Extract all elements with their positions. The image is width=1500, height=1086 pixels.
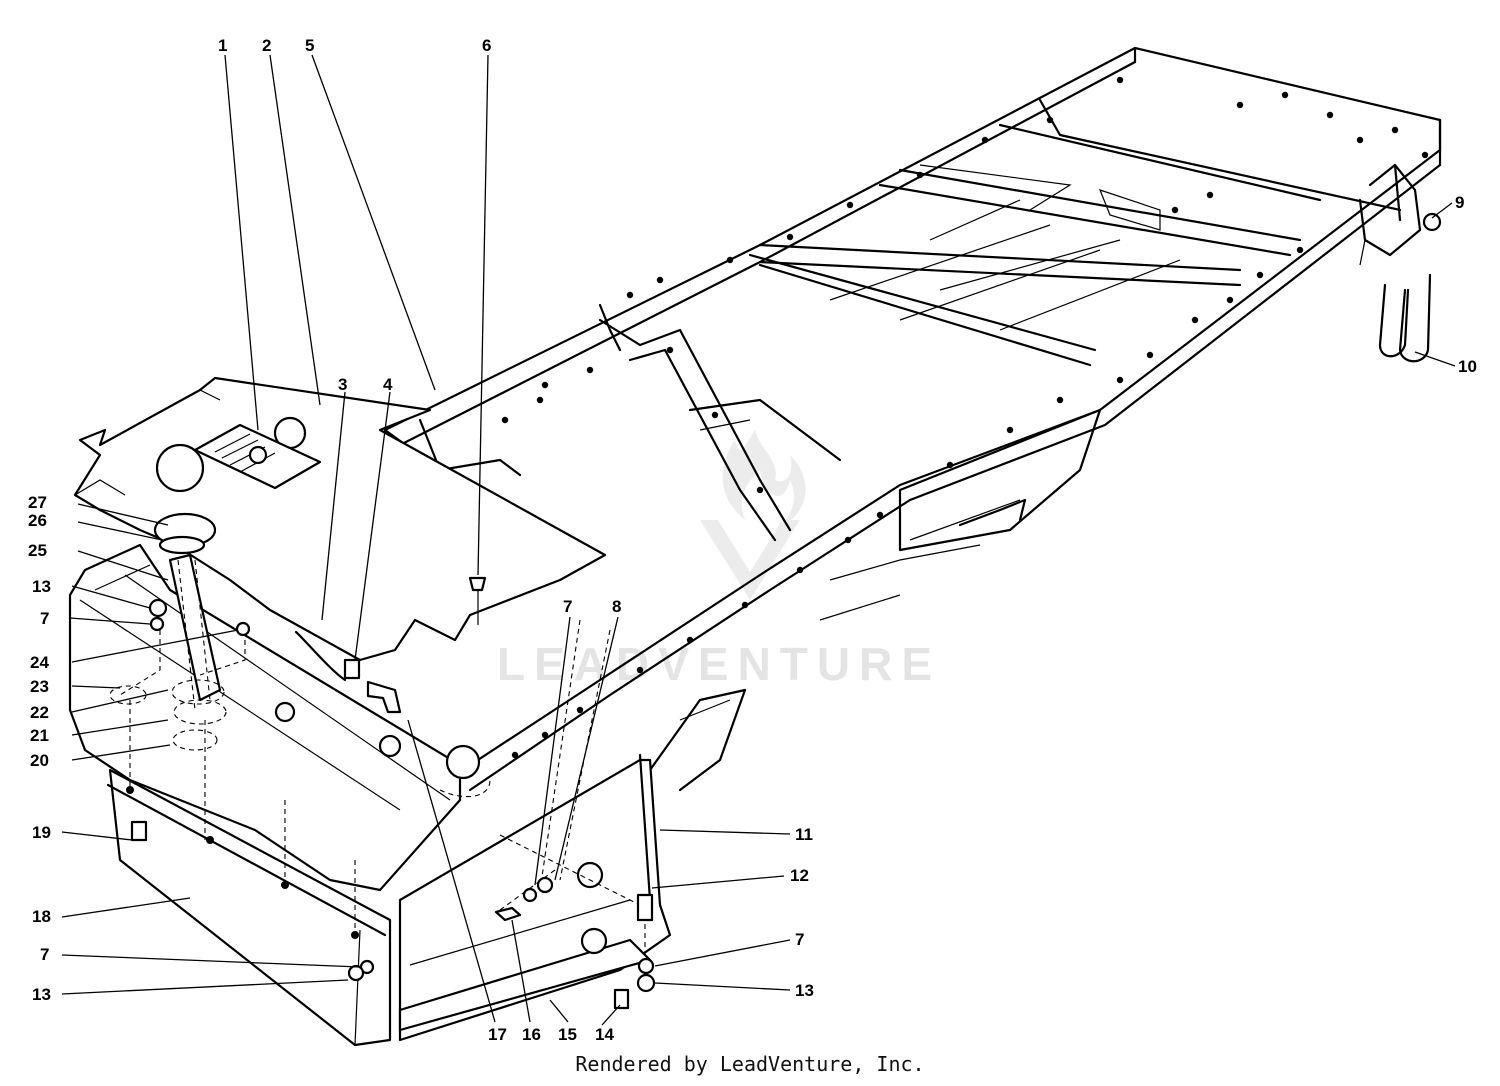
callout-13a: 13 (32, 577, 51, 596)
callout-13c: 13 (795, 981, 814, 1000)
footer-credit: Rendered by LeadVenture, Inc. (575, 1052, 925, 1076)
callout-3: 3 (338, 375, 347, 394)
fuel-tank (68, 543, 672, 1047)
callout-4: 4 (383, 375, 393, 394)
callout-20: 20 (30, 751, 49, 770)
callout-7a: 7 (40, 609, 49, 628)
callout-7d: 7 (795, 930, 804, 949)
callout-6: 6 (482, 36, 491, 55)
callout-7b: 7 (563, 597, 572, 616)
callout-24: 24 (30, 653, 49, 672)
callout-12: 12 (790, 866, 809, 885)
tractor-frame (383, 46, 1442, 792)
callout-14: 14 (595, 1025, 614, 1044)
callout-16: 16 (522, 1025, 541, 1044)
callout-11: 11 (795, 825, 813, 844)
hardware (130, 212, 1442, 1010)
callout-15: 15 (558, 1025, 577, 1044)
callout-26: 26 (28, 511, 47, 530)
callout-22: 22 (30, 703, 49, 722)
frame-holes (501, 76, 1429, 759)
callout-2: 2 (262, 36, 271, 55)
callout-21: 21 (30, 726, 49, 745)
filler-neck (153, 512, 222, 711)
callout-9: 9 (1455, 193, 1464, 212)
callout-5: 5 (305, 36, 314, 55)
callout-18: 18 (32, 907, 51, 926)
callout-7c: 7 (40, 945, 49, 964)
callout-25: 25 (28, 541, 47, 560)
callout-17: 17 (488, 1025, 507, 1044)
callout-8: 8 (612, 597, 621, 616)
leader-lines (61, 54, 1456, 1026)
callout-27: 27 (28, 493, 47, 512)
callout-23: 23 (30, 677, 49, 696)
callout-labels: 1 2 5 6 3 4 9 10 27 26 25 13 7 24 23 22 … (28, 36, 1477, 1044)
watermark-text: LEADVENTURE (497, 638, 941, 690)
callout-1: 1 (218, 36, 227, 55)
callout-10: 10 (1458, 357, 1477, 376)
callout-13b: 13 (32, 985, 51, 1004)
callout-19: 19 (32, 823, 51, 842)
